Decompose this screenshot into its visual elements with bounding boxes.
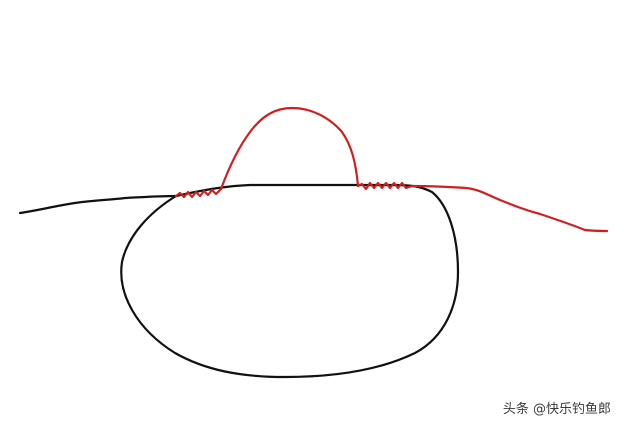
red-tag-line-right (410, 184, 609, 233)
black-loop (120, 183, 460, 379)
black-main-line-left (18, 194, 178, 215)
watermark-label: 头条 @快乐钓鱼郎 (502, 402, 611, 417)
red-arch (219, 106, 360, 191)
red-wraps-left (174, 187, 223, 199)
red-wraps-right (356, 181, 414, 191)
